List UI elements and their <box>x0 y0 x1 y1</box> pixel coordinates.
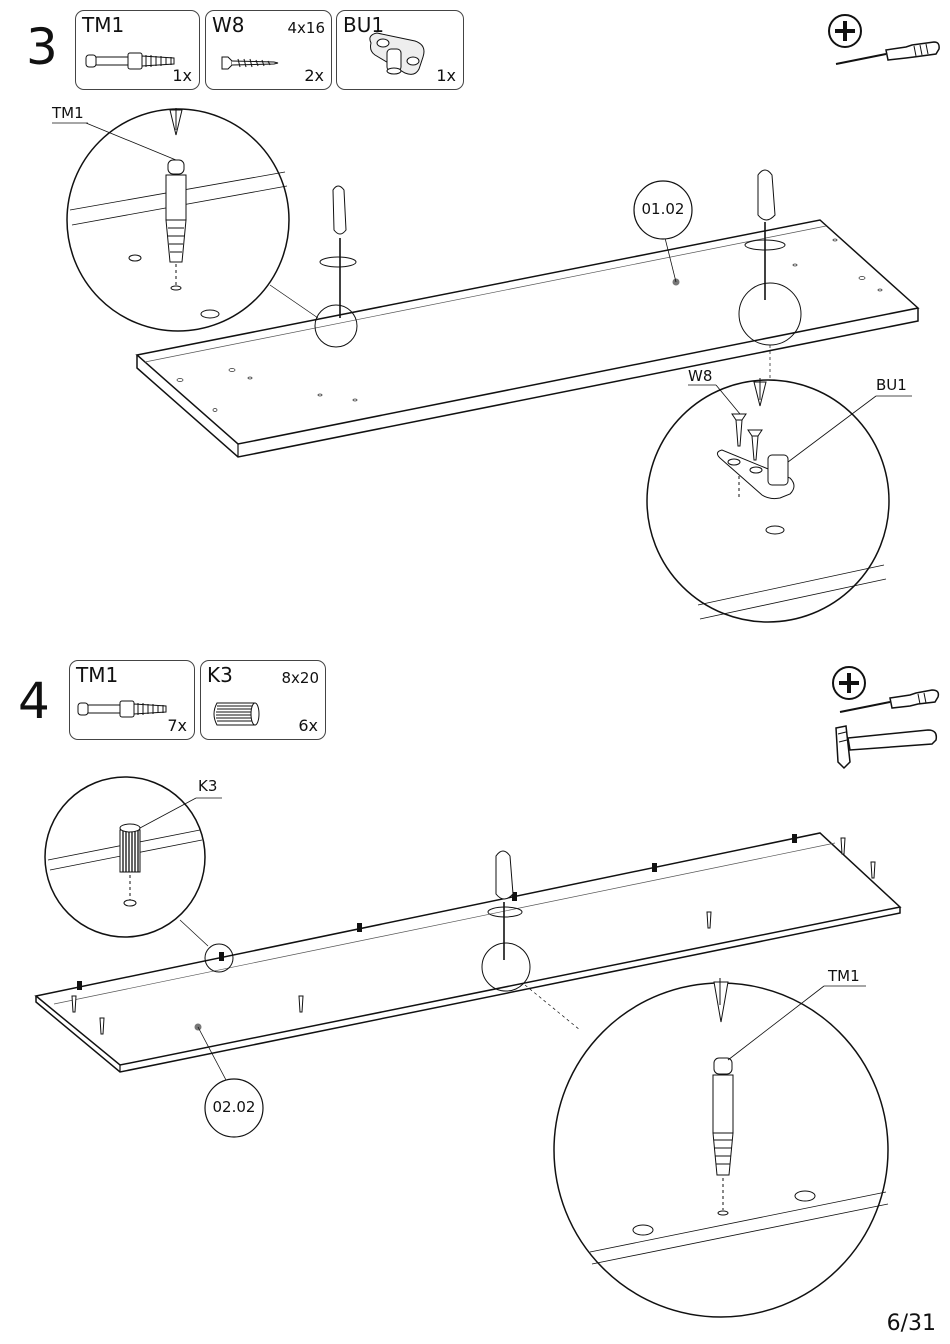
callout-k3: K3 <box>198 777 217 795</box>
page-number: 6/31 <box>887 1311 936 1336</box>
panel-label: 02.02 <box>205 1098 263 1116</box>
callout-tm1: TM1 <box>828 967 860 985</box>
